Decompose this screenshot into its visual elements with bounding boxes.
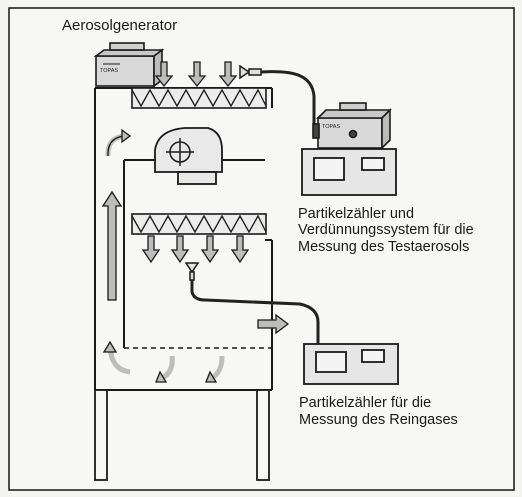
downstream-hose	[190, 280, 320, 346]
dilution-system-device	[312, 102, 392, 150]
lower-particle-counter	[303, 343, 399, 385]
aerosol-generator-label: Aerosolgenerator	[62, 17, 177, 34]
fan	[154, 127, 223, 185]
svg-text:Messung des Reingases: Messung des Reingases	[299, 412, 458, 428]
svg-text:Verdünnungssystem für die: Verdünnungssystem für die	[298, 222, 474, 238]
hepa-filter	[131, 213, 267, 235]
svg-text:Partikelzähler und: Partikelzähler und	[298, 206, 414, 222]
svg-text:Messung des Testaerosols: Messung des Testaerosols	[298, 239, 469, 255]
bench-legs	[94, 389, 270, 481]
svg-text:Partikelzähler für die: Partikelzähler für die	[299, 395, 431, 411]
counter-dilution-label: Partikelzähler und Verdünnungssystem für…	[298, 206, 474, 255]
dilution-device-brand: TOPAS	[322, 124, 340, 130]
device-brand-label: TOPAS	[100, 68, 118, 74]
inlet-arrows	[154, 61, 238, 88]
circulation-arrows	[102, 128, 225, 383]
aerosol-generator-device	[93, 42, 165, 88]
outflow-arrow	[257, 313, 290, 335]
upper-particle-counter	[301, 148, 397, 196]
pre-filter	[131, 87, 267, 109]
upstream-hose	[260, 70, 316, 130]
laminar-flow-arrows	[141, 235, 250, 264]
return-air-arrow	[101, 190, 123, 301]
counter-clean-label: Partikelzähler für die Messung des Reing…	[299, 395, 458, 428]
